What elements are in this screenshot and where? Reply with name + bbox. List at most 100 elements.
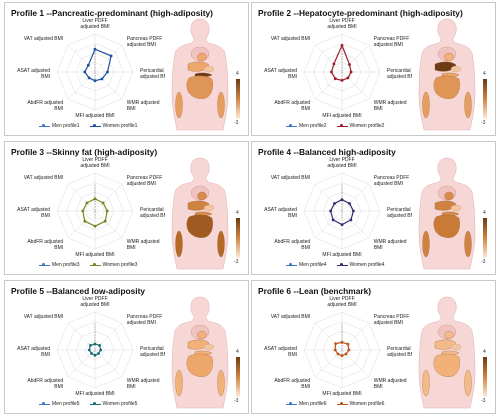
axis-label-line: MFI adjusted BMI xyxy=(322,252,361,258)
colorbar xyxy=(483,79,487,119)
axis-label-line: ASAT adjusted xyxy=(264,68,297,74)
liver-icon xyxy=(434,339,457,350)
legend-label: Women profile1 xyxy=(102,123,138,129)
colorbar-max-label: 4 xyxy=(483,71,486,77)
series-point xyxy=(349,70,353,74)
series-point xyxy=(81,209,85,213)
colorbar-min-label: -3 xyxy=(481,259,486,265)
radar-spoke xyxy=(67,44,96,73)
axis-label-line: Pancreas PDFF xyxy=(127,175,163,181)
legend-item: Men profile1 xyxy=(39,123,80,129)
axis-label-line: VAT adjusted BMI xyxy=(271,36,310,42)
intestine-icon xyxy=(433,75,460,99)
series-point xyxy=(340,354,344,358)
axis-label-line: BMI xyxy=(127,245,136,251)
chart-legend: Men profile6 Women profile6 xyxy=(286,401,384,407)
series-point xyxy=(83,70,87,74)
legend-item: Women profile1 xyxy=(89,123,138,129)
radar-spoke xyxy=(314,183,343,212)
liver-icon xyxy=(434,61,457,72)
axis-label-line: ASAT adjusted xyxy=(17,346,50,352)
axis-label-line: Liver PDFF xyxy=(329,157,354,163)
axis-label-line: WMR adjusted xyxy=(374,239,407,245)
series-point xyxy=(93,342,97,346)
axis-label-line: VAT adjusted BMI xyxy=(271,314,310,320)
axis-label-line: Pancreas PDFF xyxy=(374,175,410,181)
left-muscle-icon xyxy=(175,369,183,397)
panel-title: Profile 5 --Balanced low-adiposity xyxy=(11,286,146,296)
series-point xyxy=(93,47,97,51)
left-muscle-icon xyxy=(175,230,183,258)
series-point xyxy=(349,218,353,222)
axis-label-line: MFI adjusted BMI xyxy=(75,113,114,119)
series-point xyxy=(86,63,90,67)
axis-label-line: Liver PDFF xyxy=(82,296,107,302)
legend-swatch xyxy=(39,262,50,266)
intestine-icon xyxy=(433,353,460,377)
radar-spoke xyxy=(314,322,343,351)
heart-icon xyxy=(197,191,207,201)
series-point xyxy=(89,344,92,347)
legend-item: Women profile6 xyxy=(336,401,384,407)
colorbar-min-label: -3 xyxy=(481,398,486,404)
legend-swatch xyxy=(89,123,101,127)
intestine-icon xyxy=(186,353,213,377)
series-point xyxy=(332,62,336,66)
axis-label-line: WMR adjusted xyxy=(374,378,407,384)
axis-label-line: adjusted BMI xyxy=(327,302,356,308)
panel-title: Profile 3 --Skinny fat (high-adiposity) xyxy=(11,147,158,157)
axis-label-line: WMR adjusted xyxy=(127,378,160,384)
legend-label: Women profile5 xyxy=(102,401,138,407)
legend-item: Men profile2 xyxy=(286,123,327,129)
axis-label-line: ASAT adjusted xyxy=(17,68,50,74)
right-muscle-icon xyxy=(464,230,472,258)
legend-item: Men profile6 xyxy=(286,401,327,407)
heart-icon xyxy=(444,52,454,62)
series-point xyxy=(83,219,87,223)
legend-label: Men profile2 xyxy=(299,123,327,129)
series-point xyxy=(93,353,97,357)
series-point xyxy=(87,348,91,352)
axis-label-line: BMI xyxy=(374,384,383,390)
axis-label-line: adjusted BMI xyxy=(140,213,165,219)
axis-label: VAT adjusted BMI xyxy=(271,36,310,42)
series-point xyxy=(346,342,350,346)
colorbar-min-label: -3 xyxy=(234,398,239,404)
axis-label-line: adjusted BMI xyxy=(80,24,109,30)
axis-label-line: MFI adjusted BMI xyxy=(322,391,361,397)
axis-label-line: adjusted BMI xyxy=(387,352,412,358)
axis-label-line: Liver PDFF xyxy=(82,18,107,24)
legend-label: Women profile4 xyxy=(349,262,385,268)
axis-label-line: adjusted BMI xyxy=(127,181,156,187)
axis-label-line: WMR adjusted xyxy=(374,100,407,106)
right-muscle-icon xyxy=(217,230,225,258)
axis-label-line: BMI xyxy=(127,106,136,112)
series-point xyxy=(87,76,91,80)
right-muscle-icon xyxy=(464,91,472,119)
radar-spoke xyxy=(341,322,370,351)
axis-label-line: adjusted BMI xyxy=(127,320,156,326)
colorbar xyxy=(236,357,240,397)
series-point xyxy=(106,70,109,74)
axis-label: Pericardial fatadjusted BMI xyxy=(387,207,412,219)
radar-spoke xyxy=(314,210,343,239)
series-point xyxy=(333,348,337,352)
legend-label: Men profile3 xyxy=(52,262,80,268)
stomach-icon xyxy=(450,204,462,212)
axis-label-line: adjusted BMI xyxy=(140,74,165,80)
colorbar-max-label: 4 xyxy=(236,210,239,216)
chart-legend: Men profile1 Women profile1 xyxy=(39,123,137,129)
axis-label-line: ASAT adjusted xyxy=(264,207,297,213)
axis-label-line: Pancreas PDFF xyxy=(127,314,163,320)
